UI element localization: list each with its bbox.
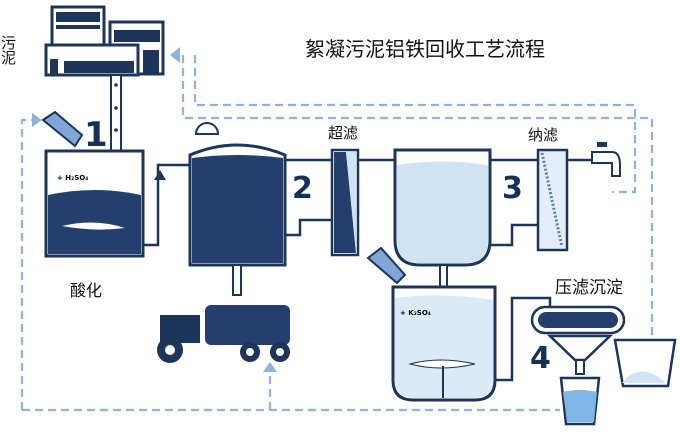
- step-number: 3: [502, 171, 523, 206]
- acidification-tank: [44, 149, 145, 258]
- sediment-bucket-icon: [613, 338, 677, 388]
- sludge-label: 污泥: [0, 35, 17, 66]
- recycle-lines: [20, 55, 654, 412]
- press-filter-label: 压滤沉淀: [555, 278, 623, 298]
- tractor-icon: [157, 305, 290, 363]
- ultrafilter: [330, 148, 360, 257]
- arrow-icon: [32, 113, 42, 127]
- flocculation-tank: [188, 143, 287, 267]
- nanofiltration-label: 纳滤: [528, 126, 558, 144]
- ultrafiltration-label: 超滤: [328, 124, 358, 142]
- beaker-icon: [366, 246, 407, 285]
- arrow-icon: [170, 47, 180, 63]
- factory-icon: [44, 5, 165, 77]
- filtrate-tank: [393, 148, 492, 267]
- step-number: 4: [530, 341, 551, 376]
- acid-label: + H₂SO₄: [57, 174, 88, 182]
- nanofilter: [536, 148, 569, 252]
- acidification-label: 酸化: [70, 281, 102, 300]
- arrow-icon: [263, 362, 277, 372]
- filter-press: [530, 305, 626, 375]
- step-number: 1: [84, 115, 108, 155]
- precipitation-tank: [391, 285, 497, 402]
- faucet-icon: [591, 142, 621, 177]
- page-title: 絮凝污泥铝铁回收工艺流程: [305, 37, 545, 61]
- water-cup-icon: [559, 376, 601, 426]
- beaker-icon: [41, 110, 84, 148]
- salt-label: + K₂SO₄: [400, 309, 431, 317]
- pressure-gauge-icon: [194, 122, 220, 135]
- step-number: 2: [292, 171, 313, 206]
